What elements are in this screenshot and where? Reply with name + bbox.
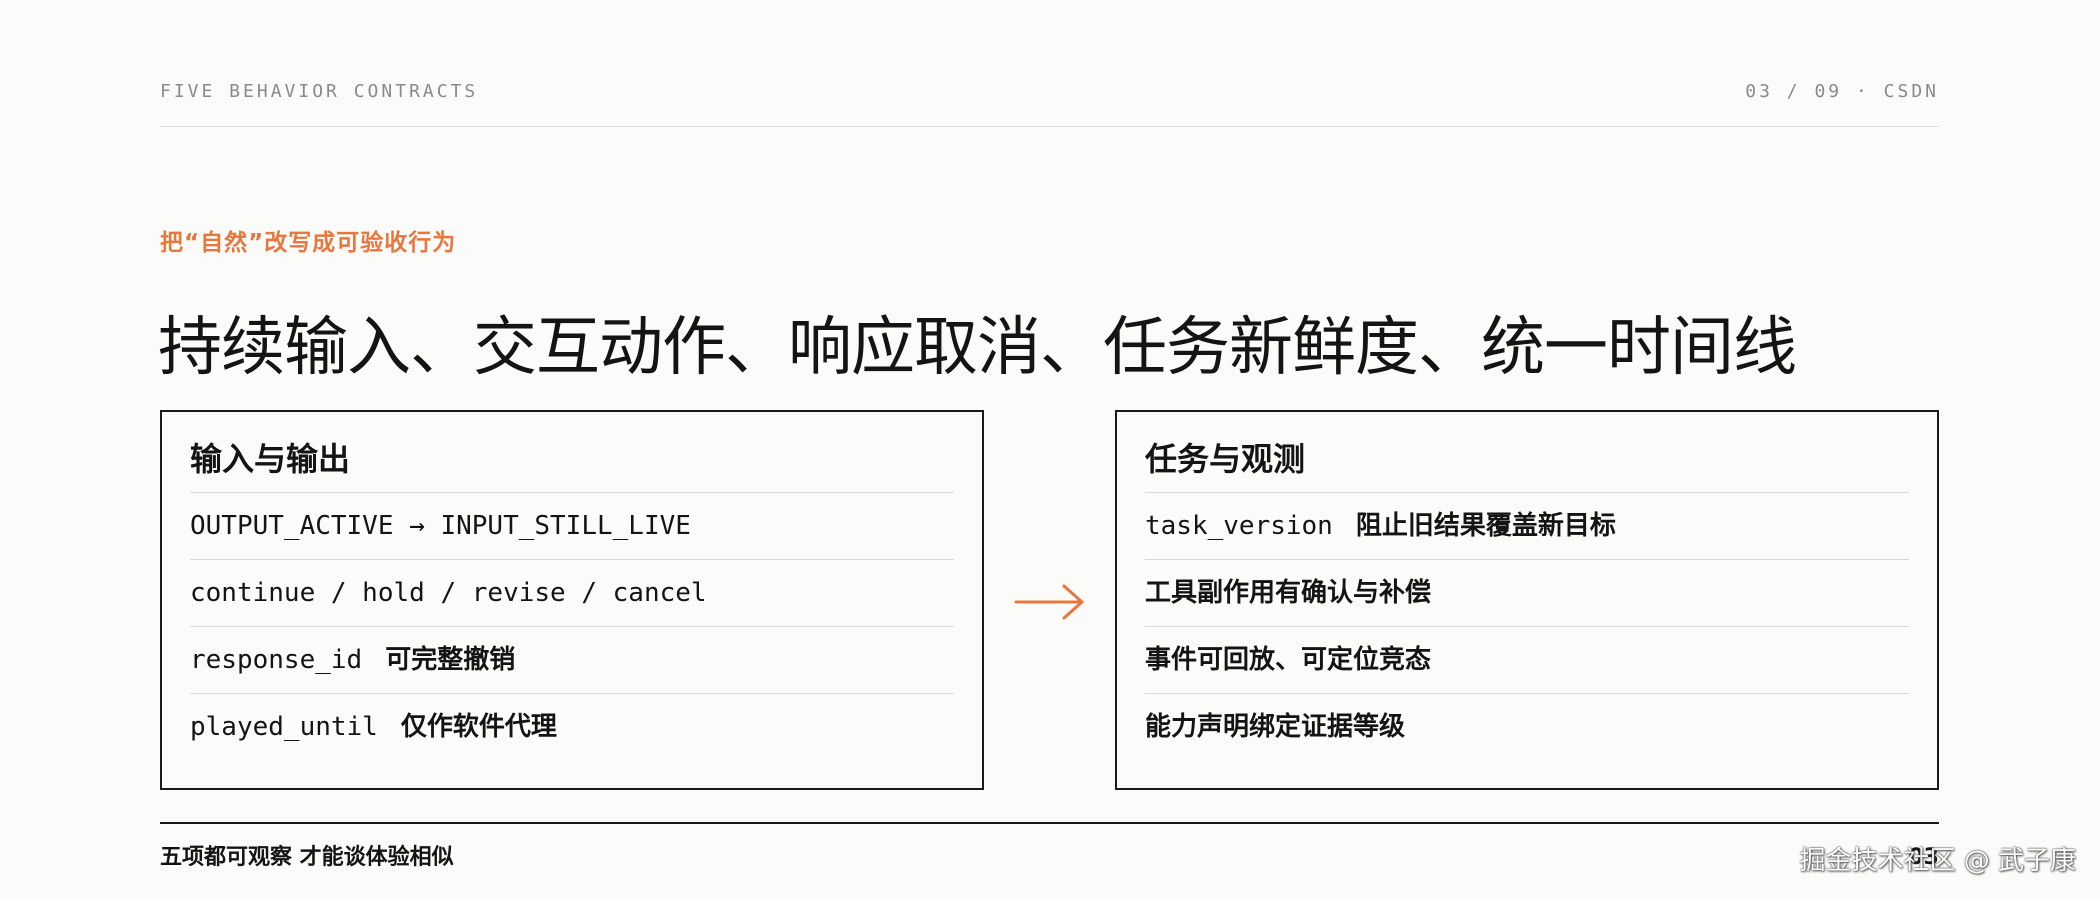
code-term: task_version (1145, 511, 1333, 541)
list-item: played_until 仅作软件代理 (190, 693, 954, 760)
list-item: OUTPUT_ACTIVE → INPUT_STILL_LIVE (190, 492, 954, 559)
section-label: FIVE BEHAVIOR CONTRACTS (160, 81, 479, 102)
item-description: 可完整撤销 (385, 645, 516, 675)
panel-title: 输入与输出 (190, 440, 351, 478)
page-number: 03 (1908, 845, 1939, 870)
page-indicator: 03 / 09 · CSDN (1745, 81, 1939, 102)
footer-note: 五项都可观察 才能谈体验相似 (160, 845, 454, 870)
slide-headline: 持续输入、交互动作、响应取消、任务新鲜度、统一时间线 (158, 311, 1797, 385)
code-term: OUTPUT_ACTIVE → INPUT_STILL_LIVE (190, 511, 691, 541)
code-term: played_until (190, 712, 378, 742)
item-description: 工具副作用有确认与补偿 (1145, 578, 1432, 608)
list-item: task_version 阻止旧结果覆盖新目标 (1145, 492, 1909, 559)
slide-footer: 五项都可观察 才能谈体验相似 03 (160, 822, 1939, 884)
list-item: response_id 可完整撤销 (190, 626, 954, 693)
arrow-right-icon (1014, 584, 1084, 620)
list-item: 事件可回放、可定位竞态 (1145, 626, 1909, 693)
item-description: 仅作软件代理 (400, 712, 557, 742)
watermark: 掘金技术社区 @ 武子康 (1799, 846, 2076, 876)
list-item: continue / hold / revise / cancel (190, 559, 954, 626)
item-description: 能力声明绑定证据等级 (1145, 712, 1406, 742)
list-item: 能力声明绑定证据等级 (1145, 693, 1909, 760)
code-term: response_id (190, 645, 363, 675)
code-term: continue / hold / revise / cancel (190, 578, 707, 608)
task-observation-panel: 任务与观测 task_version 阻止旧结果覆盖新目标 工具副作用有确认与补… (1115, 410, 1939, 790)
input-output-panel: 输入与输出 OUTPUT_ACTIVE → INPUT_STILL_LIVE c… (160, 410, 984, 790)
panel-title: 任务与观测 (1145, 440, 1306, 478)
slide-header: FIVE BEHAVIOR CONTRACTS 03 / 09 · CSDN (160, 78, 1939, 127)
item-description: 阻止旧结果覆盖新目标 (1355, 511, 1616, 541)
list-item: 工具副作用有确认与补偿 (1145, 559, 1909, 626)
item-description: 事件可回放、可定位竞态 (1145, 645, 1432, 675)
eyebrow-subtitle: 把“自然”改写成可验收行为 (160, 230, 457, 256)
